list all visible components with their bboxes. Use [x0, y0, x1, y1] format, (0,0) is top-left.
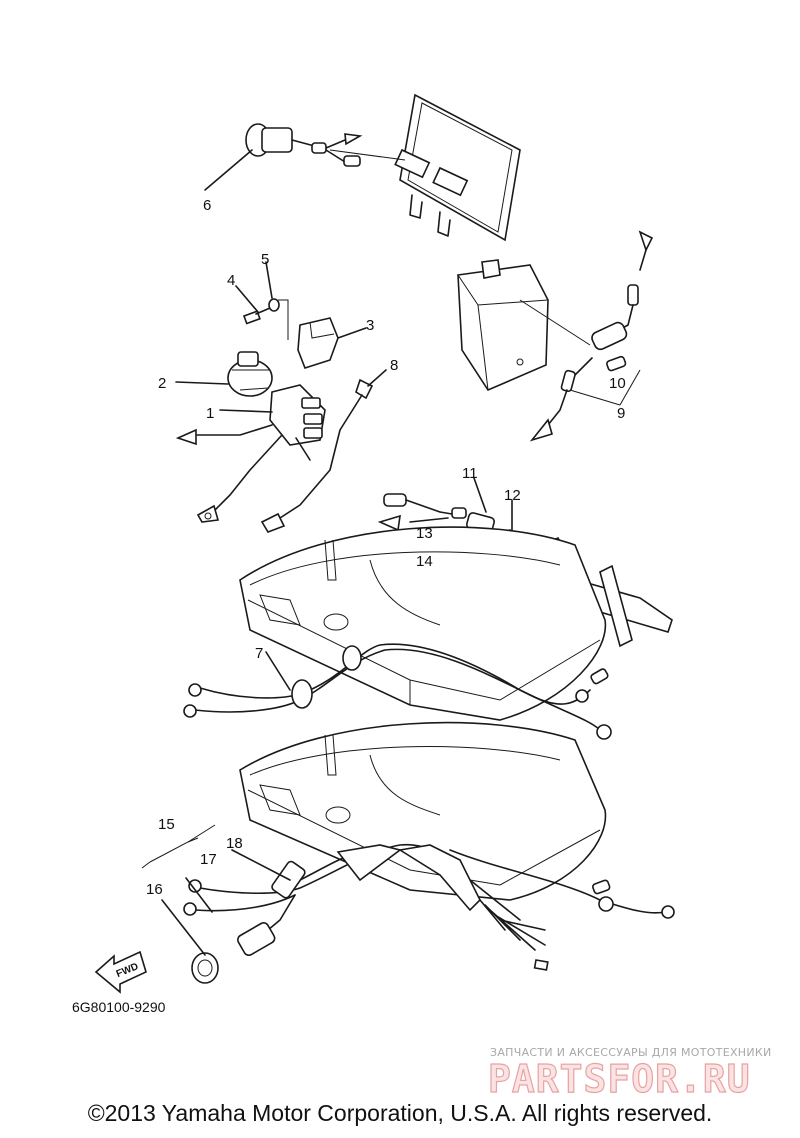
part-16-main-harness	[183, 843, 675, 971]
drawing-code: 6G80100-9290	[72, 999, 166, 1015]
part-1-starter-relay	[175, 384, 326, 523]
callout-15: 15	[158, 816, 175, 833]
watermark-logo: PARTSFOR.RU	[488, 1057, 751, 1101]
part-8-cable	[260, 369, 387, 533]
part-2-relay-cover	[175, 351, 273, 397]
fwd-arrow: FWD	[94, 950, 147, 994]
callout-10: 10	[609, 375, 626, 392]
callout-6: 6	[203, 197, 211, 214]
part-5-washer	[265, 261, 280, 312]
callout-4: 4	[227, 272, 235, 289]
part-6-switch	[204, 123, 406, 191]
watermark-tagline: ЗАПЧАСТИ И АКСЕССУАРЫ ДЛЯ МОТОТЕХНИКИ	[490, 1046, 772, 1059]
callout-5: 5	[261, 251, 269, 268]
part-3-bracket	[278, 299, 367, 369]
leader-lines	[141, 824, 291, 956]
callout-17: 17	[200, 851, 217, 868]
part-4-bolt	[235, 285, 271, 325]
callout-9: 9	[617, 405, 625, 422]
callout-11: 11	[462, 465, 478, 482]
callout-8: 8	[390, 357, 398, 374]
callout-18: 18	[226, 835, 243, 852]
callout-1: 1	[206, 405, 214, 422]
callout-14: 14	[416, 553, 433, 570]
part-10-fuse	[606, 355, 627, 372]
bottom-cowling-upper	[239, 526, 607, 721]
part-16-connector	[191, 922, 276, 984]
copyright-notice: ©2013 Yamaha Motor Corporation, U.S.A. A…	[87, 1100, 713, 1126]
callout-7: 7	[255, 645, 263, 662]
part-9-wire-harness	[519, 230, 654, 442]
bottom-cowling-lower	[239, 721, 607, 901]
callout-2: 2	[158, 375, 166, 392]
callout-3: 3	[366, 317, 374, 334]
callout-12: 12	[504, 487, 521, 504]
callout-13: 13	[416, 525, 433, 542]
part-7-wire-harness	[183, 643, 612, 740]
callout-16: 16	[146, 881, 163, 898]
junction-box-cover	[394, 93, 521, 242]
relay-box	[457, 259, 549, 392]
part-11-sensor	[377, 477, 496, 535]
